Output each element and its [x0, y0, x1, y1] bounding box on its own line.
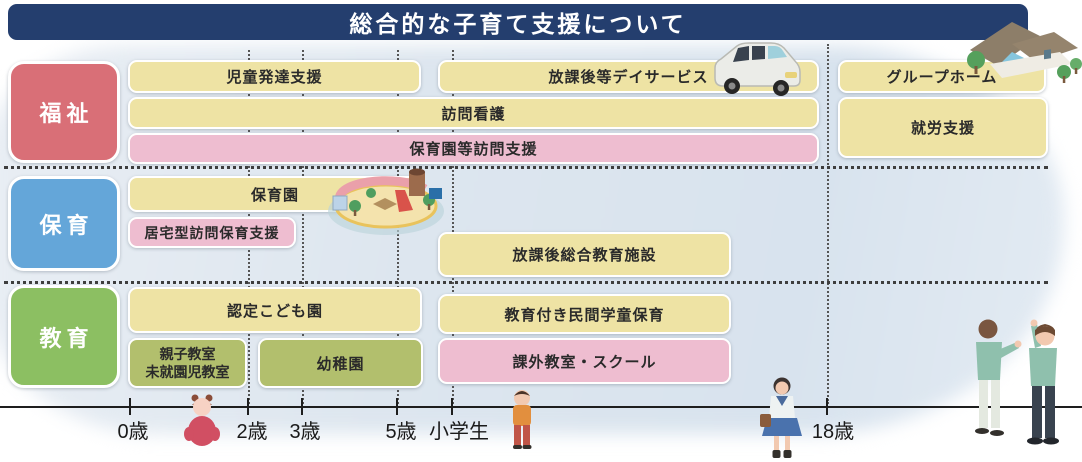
- group-home-house-icon: [967, 22, 1082, 83]
- baby-icon: [184, 394, 220, 446]
- age-axis-line: [0, 406, 1082, 408]
- tick-0: [129, 398, 131, 415]
- axis-label-18: 18歳: [811, 421, 855, 443]
- category-welfare: 福祉: [8, 61, 120, 163]
- age-gridline-18: [827, 44, 829, 404]
- bar-private-gakudo-with-education: 教育付き民間学童保育: [438, 294, 731, 334]
- bar-child-development-support: 児童発達支援: [128, 60, 421, 93]
- category-childcare: 保育: [8, 176, 120, 271]
- category-education: 教育: [8, 285, 120, 388]
- separator-welfare-childcare: [4, 166, 1048, 169]
- axis-label-0: 0歳: [117, 421, 149, 443]
- tick-3: [301, 398, 303, 415]
- axis-label-3: 3歳: [289, 421, 321, 443]
- bar-extracurricular-school: 課外教室・スクール: [438, 338, 731, 384]
- axis-label-5: 5歳: [385, 421, 417, 443]
- bar-afterschool-education-facility: 放課後総合教育施設: [438, 232, 731, 277]
- bar-visiting-nursing: 訪問看護: [128, 97, 819, 129]
- axis-label-elementary: 小学生: [429, 421, 489, 443]
- bar-certified-kodomo-en: 認定こども園: [128, 287, 422, 333]
- separator-childcare-education: [4, 281, 1048, 284]
- age-gridline-3: [302, 50, 304, 404]
- adults-talking-icon: [975, 319, 1059, 445]
- bar-nursery-visiting-support: 保育園等訪問支援: [128, 133, 819, 164]
- tick-2: [247, 398, 249, 415]
- parent-child-class-line1: 親子教室: [159, 345, 216, 362]
- school-student-icon: [760, 377, 802, 458]
- tick-5: [396, 398, 398, 415]
- axis-label-2: 2歳: [236, 421, 268, 443]
- age-gridline-elementary: [452, 50, 454, 404]
- tick-18: [826, 398, 828, 415]
- bar-home-visiting-childcare: 居宅型訪問保育支援: [128, 217, 296, 248]
- minivan-icon: [714, 42, 801, 96]
- playground-icon: [328, 168, 444, 235]
- bar-employment-support: 就労支援: [838, 97, 1048, 158]
- tick-elementary: [451, 398, 453, 415]
- bar-kindergarten: 幼稚園: [258, 338, 423, 388]
- parent-child-class-line2: 未就園児教室: [145, 364, 230, 380]
- page-title: 総合的な子育て支援について: [8, 4, 1028, 40]
- bar-parent-child-classes: 親子教室 未就園児教室: [128, 338, 247, 388]
- child-icon: [513, 390, 532, 449]
